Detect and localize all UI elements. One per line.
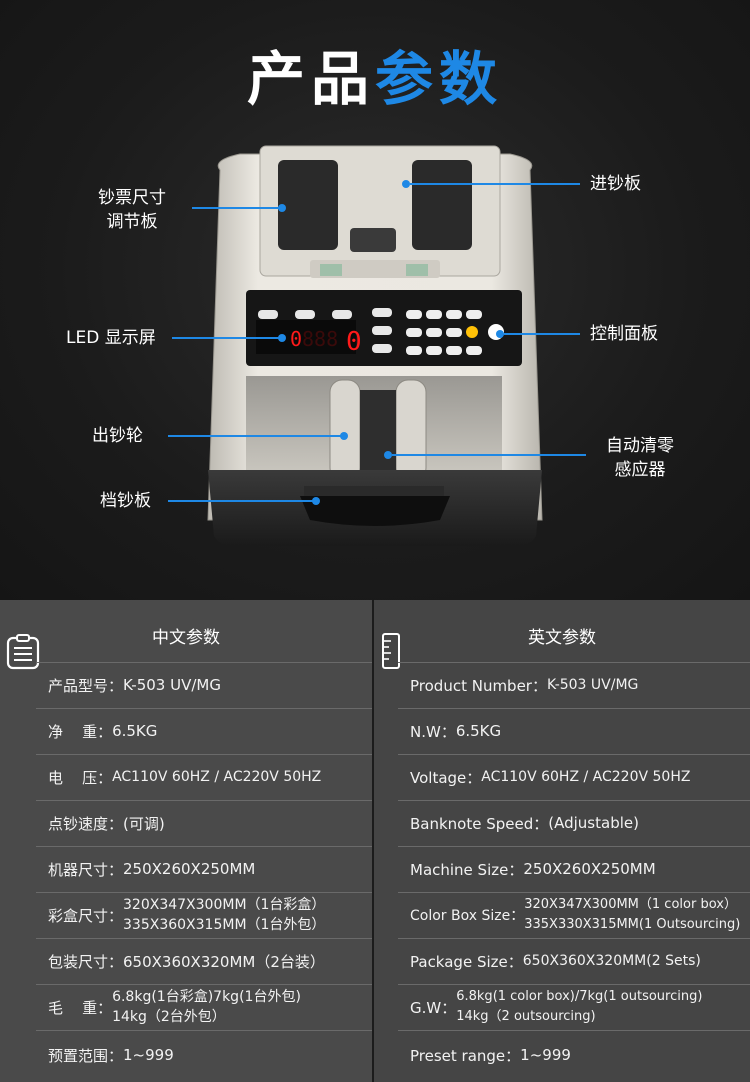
cn-header: 中文参数 (152, 628, 220, 648)
callout-line (392, 454, 586, 456)
svg-text:0: 0 (290, 327, 302, 351)
callout-line (410, 183, 580, 185)
spec-table: 中文参数 产品型号：K-503 UV/MG 净 重：6.5KG 电 压：AC11… (0, 600, 750, 1082)
spec-row: G.W： 6.8kg(1 color box)/7kg(1 outsourcin… (410, 989, 703, 1024)
product-hero: 产品参数 (0, 0, 750, 600)
callout-stopper: 档钞板 (100, 491, 151, 511)
svg-text:888: 888 (302, 327, 338, 351)
spec-column-en: 英文参数 Product Number：K-503 UV/MG N.W：6.5K… (374, 600, 750, 1082)
callout-led: LED 显示屏 (66, 328, 156, 348)
callout-dot (402, 180, 410, 188)
callout-size-plate: 钞票尺寸 调节板 (98, 188, 166, 232)
callout-line (172, 337, 280, 339)
callout-dot (312, 497, 320, 505)
spec-row: 包装尺寸：650X360X320MM（2台装） (48, 952, 325, 971)
callout-auto-zero: 自动清零 感应器 (606, 436, 674, 480)
callout-line (504, 333, 580, 335)
spec-column-cn: 中文参数 产品型号：K-503 UV/MG 净 重：6.5KG 电 压：AC11… (0, 600, 372, 1082)
spec-row: Machine Size：250X260X250MM (410, 860, 656, 879)
callout-dot (384, 451, 392, 459)
spec-row: Banknote Speed：(Adjustable) (410, 814, 639, 833)
spec-row: 电 压：AC110V 60HZ / AC220V 50HZ (48, 768, 322, 787)
callout-control-panel: 控制面板 (590, 324, 658, 344)
callout-output-wheel: 出钞轮 (92, 426, 143, 446)
callout-line (168, 500, 314, 502)
callout-line (192, 207, 280, 209)
callout-feed-plate: 进钞板 (590, 174, 641, 194)
page-title: 产品参数 (246, 45, 504, 113)
spec-row: 预置范围：1~999 (48, 1046, 174, 1065)
spec-row: 机器尺寸：250X260X250MM (48, 860, 256, 879)
callout-dot (496, 330, 504, 338)
callout-dot (278, 334, 286, 342)
svg-text:0: 0 (346, 327, 362, 357)
en-header: 英文参数 (528, 628, 596, 648)
spec-row: 彩盒尺寸： 320X347X300MM（1台彩盒）335X360X315MM（1… (48, 897, 326, 933)
callout-dot (278, 204, 286, 212)
spec-row: 毛 重： 6.8kg(1台彩盒)7kg(1台外包)14kg（2台外包） (48, 989, 301, 1025)
spec-row: Preset range：1~999 (410, 1046, 571, 1065)
spec-row: Product Number：K-503 UV/MG (410, 676, 639, 695)
callout-line (168, 435, 342, 437)
spec-row: Voltage：AC110V 60HZ / AC220V 50HZ (410, 768, 691, 787)
spec-row: Package Size：650X360X320MM(2 Sets) (410, 952, 701, 971)
spec-row: 点钞速度：(可调) (48, 814, 165, 833)
spec-row: Color Box Size： 320X347X300MM（1 color bo… (410, 897, 741, 932)
money-counter-illustration: 0 888 0 (207, 145, 543, 546)
clipboard-icon (6, 634, 40, 670)
spec-row: 净 重：6.5KG (48, 722, 158, 741)
ruler-icon (382, 633, 400, 669)
spec-row: 产品型号：K-503 UV/MG (48, 676, 221, 695)
spec-row: N.W：6.5KG (410, 722, 502, 741)
callout-dot (340, 432, 348, 440)
